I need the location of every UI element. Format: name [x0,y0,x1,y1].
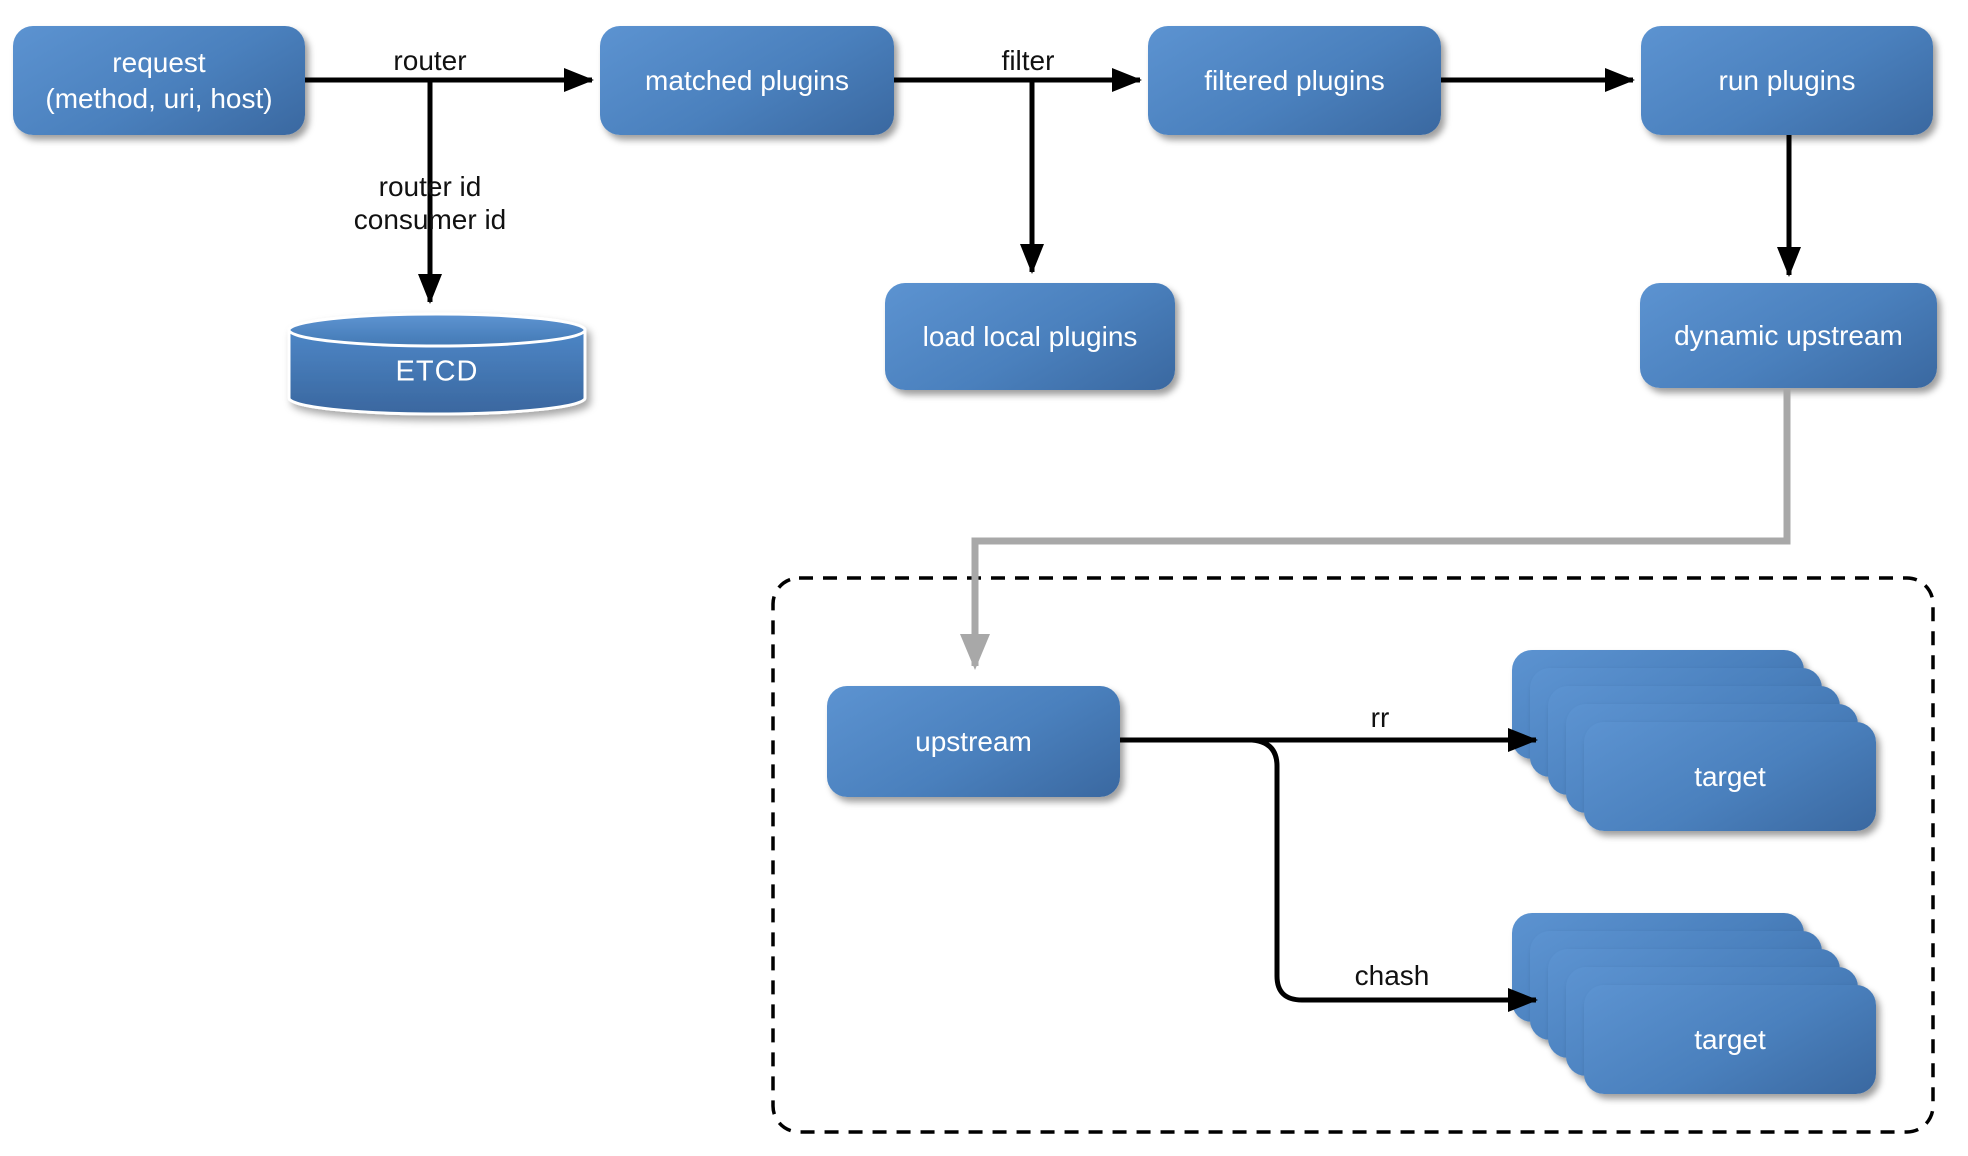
node-matched-plugins-label: matched plugins [645,64,849,96]
edge-label-rr: rr [1370,702,1390,733]
node-dynamic-upstream-label: dynamic upstream [1674,319,1903,351]
node-matched-plugins: matched plugins [600,26,894,135]
edge-label-chash: chash [1354,960,1430,991]
edge-label-router-consumer-id: router id consumer id [354,170,507,236]
node-request-label-line2: (method, uri, host) [45,82,273,114]
target-stack-front: target [1584,985,1876,1094]
node-target-stack-chash: target [1512,913,1876,1094]
node-dynamic-upstream: dynamic upstream [1640,283,1937,388]
edge-label-router: router [393,45,467,76]
node-target-chash-label: target [1694,1023,1766,1055]
node-target-stack-rr: target [1512,650,1876,831]
node-request-label-line1: request [112,46,206,78]
node-run-plugins: run plugins [1641,26,1933,135]
edge-label-router-id: router id [378,171,482,202]
edge-label-consumer-id: consumer id [353,204,507,235]
node-etcd-label: ETCD [395,355,479,388]
node-run-plugins-label: run plugins [1718,64,1856,96]
node-target-rr-label: target [1694,760,1766,792]
node-request: request (method, uri, host) [13,26,305,135]
node-filtered-plugins: filtered plugins [1148,26,1441,135]
node-upstream: upstream [827,686,1120,797]
edge-label-filter: filter [1001,45,1055,76]
arrow-dynamic-upstream-to-upstream [960,388,1791,670]
node-load-local-plugins: load local plugins [885,283,1175,390]
node-upstream-label: upstream [915,725,1032,757]
target-stack-front: target [1584,722,1876,831]
node-filtered-plugins-label: filtered plugins [1204,64,1385,96]
node-load-local-plugins-label: load local plugins [922,320,1138,352]
